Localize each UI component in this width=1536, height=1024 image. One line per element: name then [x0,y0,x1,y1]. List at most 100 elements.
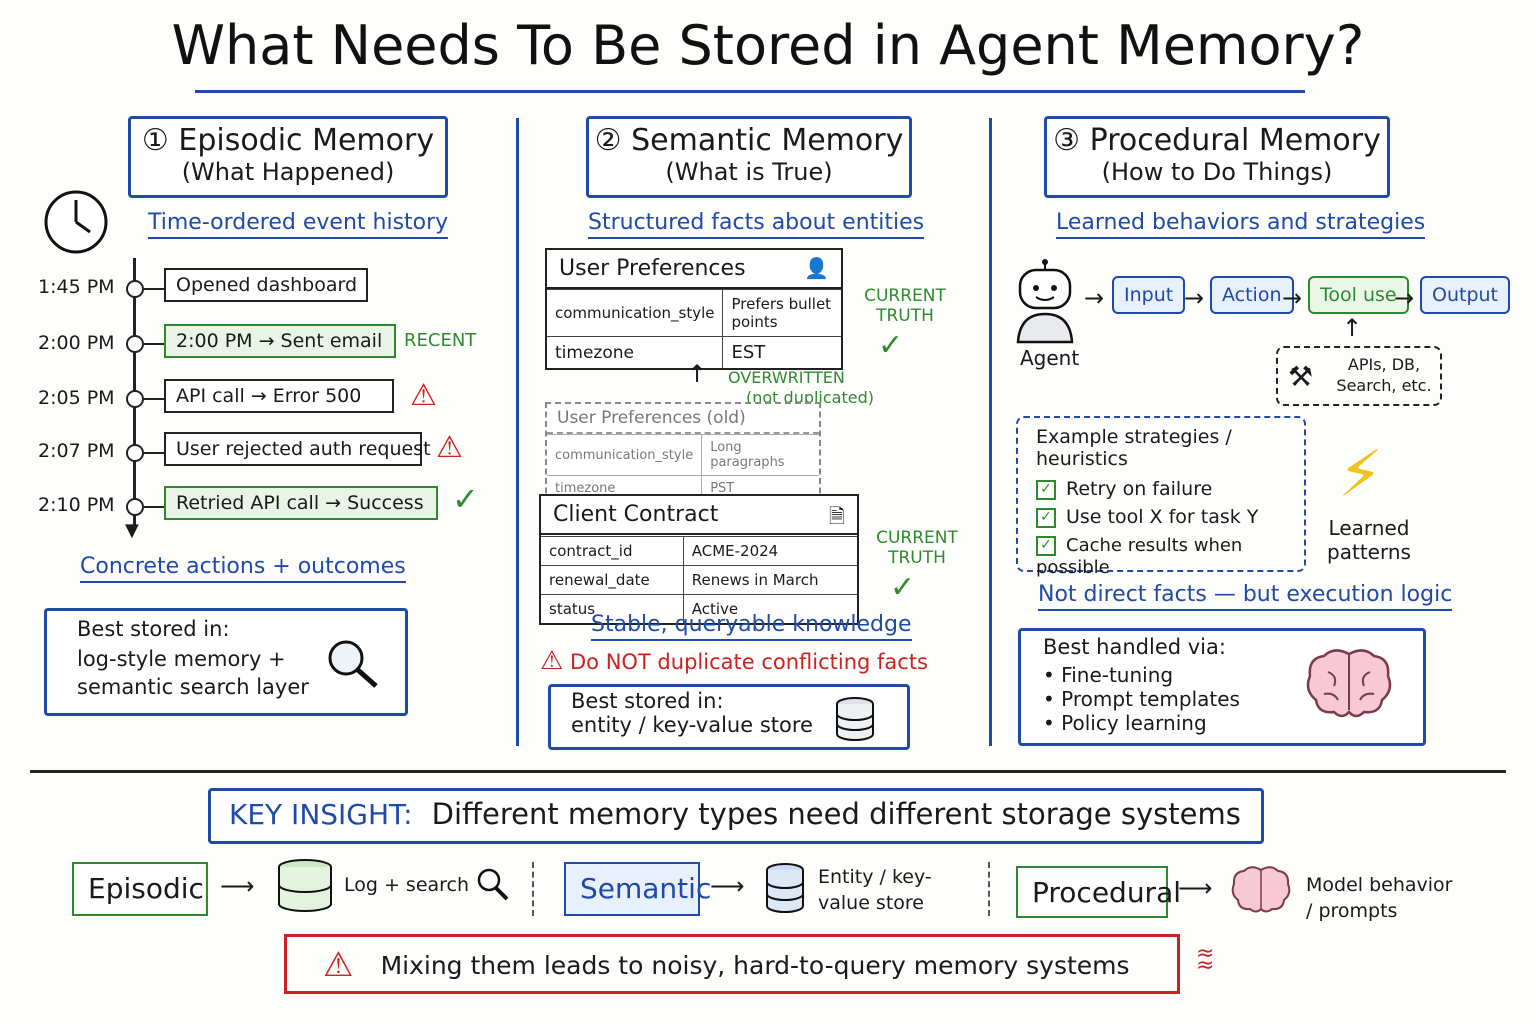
tools-arrow: ↑ [1342,314,1363,342]
episodic-best-line1: log-style memory + [77,647,286,671]
flow-arrow-3: → [1394,284,1415,312]
search-icon-small [477,868,509,901]
contract-key-2: renewal_date [541,565,684,595]
warning-icon-4: ⚠ [436,430,463,465]
separator-1 [532,862,534,916]
flow-input: Input [1112,276,1186,314]
contract-title: Client Contract [553,502,719,527]
semantic-footer: Stable, queryable knowledge [591,612,912,641]
event-time-4: 2:07 PM [38,440,115,462]
column-divider-right [989,118,992,746]
strategy-3: Cache results when possible [1036,535,1243,578]
brain-icon [1306,649,1392,718]
semantic-warning: ⚠ Do NOT duplicate conflicting facts [540,646,928,676]
procedural-subheading: (How to Do Things) [1101,158,1333,186]
episodic-best-line2: semantic search layer [77,675,309,699]
prefs-title: User Preferences [559,256,746,281]
semantic-target: Entity / key-value store [818,866,932,914]
prefs-key-2: timezone [547,336,723,368]
semantic-best-title: Best stored in: [571,689,724,713]
warning-icon: ⚠ [540,646,564,676]
procedural-number: ③ [1053,123,1081,158]
event-box-5: Retried API call → Success [164,486,438,520]
episodic-number: ① [141,123,169,158]
strategy-1: Retry on failure [1066,478,1213,500]
contract-key-3: status [541,594,684,623]
noise-lines-icon: ≈≈ [1196,941,1215,978]
event-time-5: 2:10 PM [38,494,115,516]
brain-icon-small [1231,866,1291,913]
check-icon-5: ✓ [452,480,479,518]
flow-action: Action [1210,276,1294,314]
key-insight-box: KEY INSIGHT: Different memory types need… [208,788,1264,844]
episodic-target: Log + search [344,874,470,896]
strategies-title: Example strategies / heuristics [1036,426,1232,470]
episodic-subheading: (What Happened) [181,158,395,186]
current-truth-label-1: CURRENT TRUTH [864,286,946,326]
flow-arrow-2: → [1282,284,1303,312]
semantic-tagline: Structured facts about entities [588,210,925,239]
flow-arrow-1: → [1184,284,1205,312]
event-dot-4 [126,444,144,462]
mixing-warning-box: ⚠ Mixing them leads to noisy, hard-to-qu… [284,934,1180,994]
semantic-tag: Semantic [564,862,711,916]
timeline-arrow: ▼ [125,520,139,541]
semantic-warning-text: Do NOT duplicate conflicting facts [570,650,928,674]
flow-tool-use: Tool use [1308,276,1409,314]
contract-val-1: ACME-2024 [682,536,857,566]
old-preferences-card: User Preferences (old) communication_sty… [545,402,821,503]
page-title: What Needs To Be Stored in Agent Memory? [171,14,1365,77]
tools-label: APIs, DB, Search, etc. [1336,355,1432,395]
clock-icon [44,190,108,254]
semantic-number: ② [594,123,622,158]
key-insight-text: Different memory types need different st… [431,797,1241,831]
title-underline [195,90,1305,93]
warning-icon-3: ⚠ [410,378,437,413]
episodic-tagline: Time-ordered event history [148,210,449,239]
best-item-2: • Prompt templates [1043,687,1240,711]
lightning-icon: ⚡ [1338,438,1383,512]
entity-database-icon [766,863,804,913]
old-key-1: communication_style [547,434,702,476]
warning-icon-large: ⚠ [323,945,354,985]
separator-2 [988,862,990,916]
best-item-1: • Fine-tuning [1043,663,1174,687]
procedural-footer: Not direct facts — but execution logic [1038,582,1453,611]
event-box-1: Opened dashboard [164,268,368,302]
event-box-4: User rejected auth request [164,432,431,466]
contract-val-2: Renews in March [682,565,857,595]
prefs-val-2: EST [722,336,841,368]
mixing-warning-text: Mixing them leads to noisy, hard-to-quer… [380,950,1130,980]
recent-label: RECENT [404,330,477,351]
bottom-divider [30,770,1506,773]
database-icon [836,697,874,741]
agent-label: Agent [1020,346,1080,370]
check-icon-contract: ✓ [890,570,916,605]
tools-box: ⚒ APIs, DB, Search, etc. [1276,346,1442,406]
prefs-val-1: Prefers bullet points [722,289,841,337]
key-insight-label: KEY INSIGHT: [229,798,413,831]
strategies-box: Example strategies / heuristics ✓ Retry o… [1016,416,1306,578]
episodic-tag: Episodic [72,862,208,916]
flow-arrow-0: → [1084,284,1105,312]
contract-val-3: Active [682,594,857,623]
check-icon: ✓ [1036,507,1056,528]
procedural-best-box: Best handled via: • Fine-tuning • Prompt… [1018,628,1426,746]
event-dot-3 [126,390,144,408]
event-box-3: API call → Error 500 [164,379,394,413]
event-box-2: 2:00 PM → Sent email [164,324,396,358]
current-truth-label-2: CURRENT TRUTH [876,528,958,568]
episodic-footer: Concrete actions + outcomes [80,554,406,583]
procedural-target: Model behavior / prompts [1306,874,1453,922]
old-val-1: Long paragraphs [701,434,819,476]
event-time-2: 2:00 PM [38,332,115,354]
prefs-key-1: communication_style [547,289,723,337]
semantic-best-line: entity / key-value store [571,713,813,737]
episodic-best-box: Best stored in: log-style memory + seman… [44,608,408,716]
procedural-tag-arrow: ⟶ [1178,874,1213,902]
semantic-subheading: (What is True) [665,158,833,186]
best-item-3: • Policy learning [1043,711,1207,735]
